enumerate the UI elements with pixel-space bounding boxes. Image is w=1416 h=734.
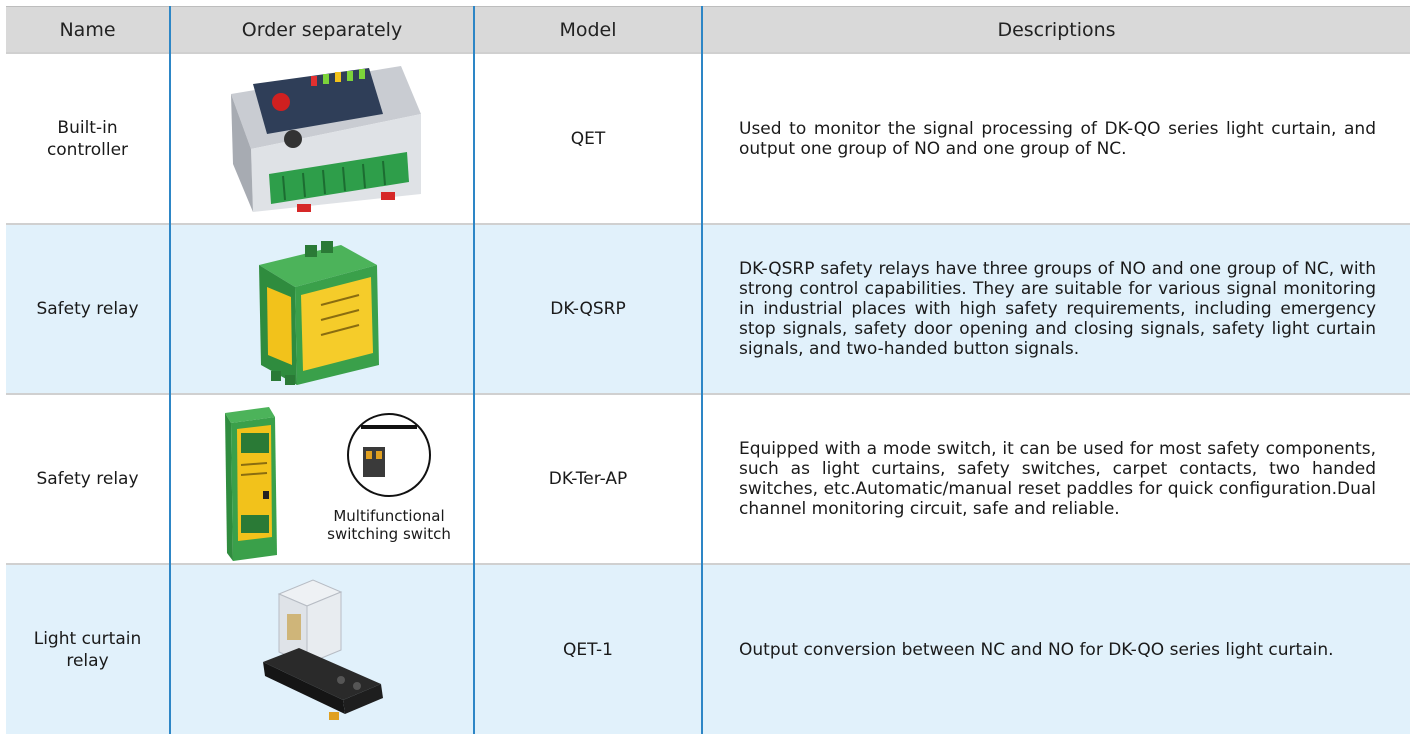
table-row: Light curtain relay QET-1 Output convers… xyxy=(6,563,1410,734)
cell-model: DK-QSRP xyxy=(474,223,703,394)
cell-name: Built-in controller xyxy=(6,52,171,224)
row-name: Safety relay xyxy=(36,299,139,319)
cell-description: Used to monitor the signal processing of… xyxy=(702,52,1410,224)
cell-image xyxy=(170,223,475,394)
table-header-row: Name Order separately Model Descriptions xyxy=(6,6,1410,53)
cell-model: DK-Ter-AP xyxy=(474,393,703,564)
row-name: Light curtain relay xyxy=(33,628,142,671)
cell-name: Light curtain relay xyxy=(6,563,171,734)
plug-in-relay-icon xyxy=(263,578,383,720)
cell-image xyxy=(170,563,475,734)
row-name: Built-in controller xyxy=(46,117,129,160)
table-row: Safety relay DK-QSRP DK- xyxy=(6,223,1410,394)
image-caption: Multifunctional switching switch xyxy=(327,507,451,543)
din-rail-safety-relay-icon xyxy=(259,241,379,385)
product-table: Name Order separately Model Descriptions… xyxy=(6,6,1410,734)
cell-image: Multifunctional switching switch xyxy=(170,393,475,564)
header-model: Model xyxy=(474,6,703,53)
controller-module-icon xyxy=(231,66,421,212)
cell-model: QET xyxy=(474,52,703,224)
table-row: Built-in controller xyxy=(6,52,1410,224)
cell-description: DK-QSRP safety relays have three groups … xyxy=(702,223,1410,394)
cell-description: Output conversion between NC and NO for … xyxy=(702,563,1410,734)
header-name: Name xyxy=(6,6,171,53)
cell-image xyxy=(170,52,475,224)
cell-model: QET-1 xyxy=(474,563,703,734)
safety-relay-with-dip-switch-icon xyxy=(225,407,431,561)
cell-name: Safety relay xyxy=(6,223,171,394)
header-order-separately: Order separately xyxy=(170,6,475,53)
cell-name: Safety relay xyxy=(6,393,171,564)
cell-description: Equipped with a mode switch, it can be u… xyxy=(702,393,1410,564)
header-descriptions: Descriptions xyxy=(702,6,1410,53)
row-name: Safety relay xyxy=(36,469,139,489)
table-row: Safety relay xyxy=(6,393,1410,564)
